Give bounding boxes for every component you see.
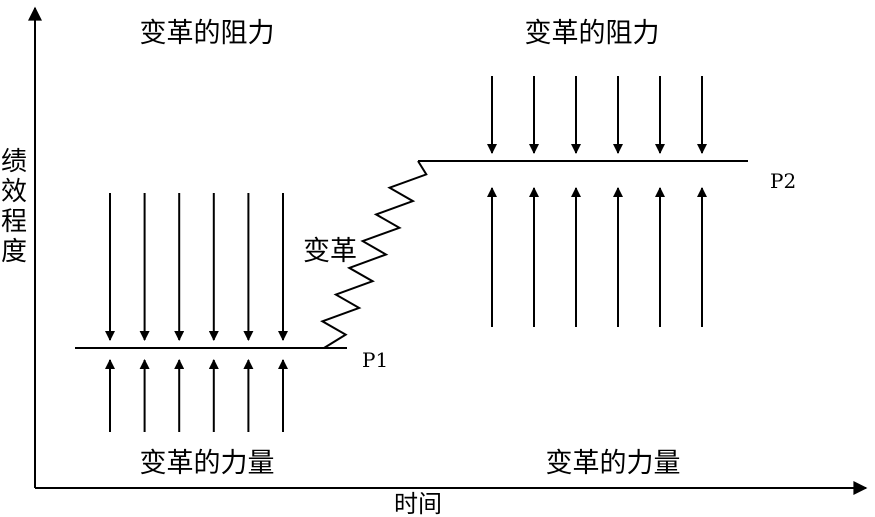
y-axis-label-char: 程 [1,207,27,237]
y-axis-label: 绩效程度 [1,147,27,267]
level-label-p2: P2 [770,169,796,193]
right-resistance-arrows [487,76,707,154]
right-force-label: 变革的力量 [546,448,681,479]
right-force-arrows [487,187,707,327]
y-axis-label-char: 效 [1,177,27,207]
left-resistance-label: 变革的阻力 [140,18,275,49]
left-resistance-arrows [105,193,288,341]
level-label-p1: P1 [362,348,388,372]
x-axis-label: 时间 [394,490,442,517]
left-force-arrows [105,359,288,432]
transition-zigzag [320,160,428,349]
transition-label: 变革 [303,236,357,267]
left-force-label: 变革的力量 [140,448,275,479]
y-axis-label-char: 绩 [1,147,27,177]
right-resistance-label: 变革的阻力 [525,18,660,49]
y-axis-label-char: 度 [1,237,27,267]
